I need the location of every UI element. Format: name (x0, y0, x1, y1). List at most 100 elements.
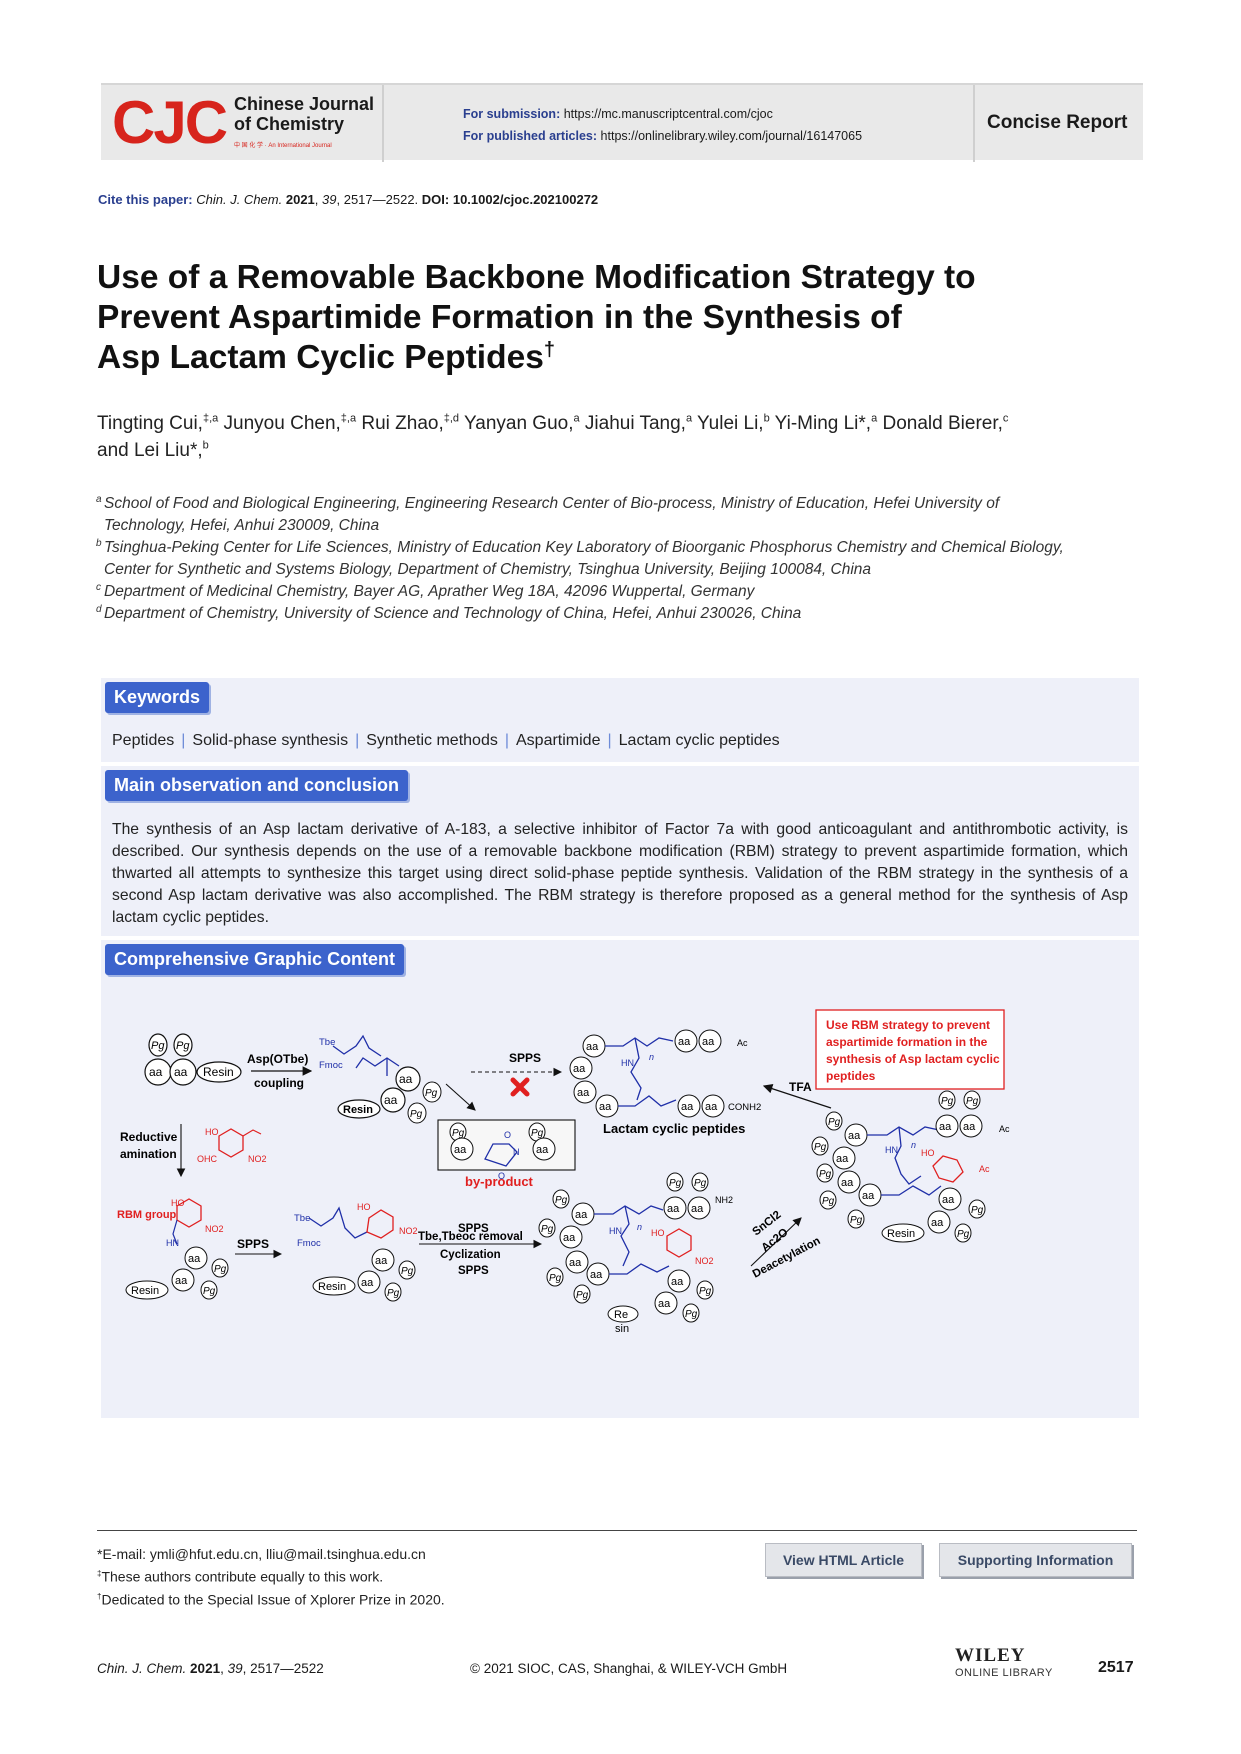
keywords-panel: Keywords Peptides|Solid-phase synthesis|… (101, 678, 1139, 762)
svg-text:aa: aa (702, 1036, 715, 1048)
view-html-button[interactable]: View HTML Article (765, 1543, 922, 1577)
keywords-heading: Keywords (105, 682, 210, 713)
graphic-heading: Comprehensive Graphic Content (105, 944, 405, 975)
supporting-info-button[interactable]: Supporting Information (939, 1543, 1132, 1577)
journal-logo[interactable]: CJC Chinese Journal of Chemistry 中 国 化 学… (101, 85, 384, 162)
svg-text:HN: HN (609, 1226, 622, 1236)
svg-text:aa: aa (691, 1203, 704, 1215)
pg-label: Pg (151, 1040, 165, 1052)
svg-text:aa: aa (577, 1087, 590, 1099)
published-label: For published articles: (463, 129, 598, 143)
svg-text:aa: aa (599, 1101, 612, 1113)
svg-text:HO: HO (651, 1228, 665, 1238)
logo-cjc: CJC (112, 89, 228, 156)
svg-text:aa: aa (399, 1072, 413, 1086)
svg-text:Fmoc: Fmoc (319, 1060, 343, 1071)
title-dagger: † (543, 338, 555, 361)
main-observation-heading: Main observation and conclusion (105, 770, 409, 801)
resin-start-group: Pg Pg aa aa Resin (144, 1033, 242, 1086)
article-title: Use of a Removable Backbone Modification… (97, 259, 976, 376)
author: Yulei Li, (697, 413, 764, 434)
svg-text:NO2: NO2 (399, 1226, 418, 1236)
svg-text:aa: aa (573, 1063, 586, 1075)
footnotes: *E-mail: ymli@hfut.edu.cn, lliu@mail.tsi… (97, 1546, 445, 1608)
dedication-footnote: Dedicated to the Special Issue of Xplore… (101, 1591, 445, 1608)
protected-asp-structure (332, 1034, 400, 1076)
svg-text:HO: HO (921, 1148, 935, 1158)
svg-text:aa: aa (569, 1257, 582, 1269)
author-list: Tingting Cui,‡,a Junyou Chen,‡,a Rui Zha… (97, 412, 1009, 461)
author: Junyou Chen, (223, 413, 341, 434)
svg-text:aa: aa (841, 1177, 854, 1189)
svg-text:aa: aa (942, 1194, 955, 1206)
wiley-logo[interactable]: WILEY ONLINE LIBRARY (955, 1645, 1053, 1679)
resin-label: Resin (203, 1065, 234, 1079)
svg-text:OHC: OHC (197, 1154, 218, 1164)
svg-text:aa: aa (658, 1298, 671, 1310)
logo-subtitle: 中 国 化 学 · An International Journal (234, 143, 332, 149)
rbm-coupled-structure: Tbe Fmoc HO NO2 aa Pg aa Pg Resin (294, 1202, 418, 1302)
graphical-abstract: Pg Pg aa aa Resin Asp(OTbe) coupling Tbe… (117, 1009, 1010, 1335)
keyword[interactable]: Aspartimide (516, 732, 601, 749)
submission-label: For submission: (463, 107, 561, 121)
byproduct-label: by-product (465, 1174, 534, 1189)
svg-text:aa: aa (575, 1209, 588, 1221)
keyword[interactable]: Peptides (112, 732, 175, 749)
svg-text:aa: aa (375, 1255, 388, 1267)
keyword[interactable]: Synthetic methods (366, 732, 498, 749)
rbm-note: synthesis of Asp lactam cyclic (826, 1052, 1000, 1066)
cite-year: 2021 (285, 192, 315, 207)
svg-text:Ac: Ac (999, 1124, 1010, 1134)
published-link[interactable]: https://onlinelibrary.wiley.com/journal/… (600, 129, 863, 143)
reductive-label: amination (120, 1147, 177, 1161)
author: Donald Bierer, (882, 413, 1003, 434)
svg-text:CONH2: CONH2 (728, 1102, 761, 1113)
aa-label: aa (149, 1065, 163, 1079)
keywords-list: Peptides|Solid-phase synthesis|Synthetic… (112, 732, 780, 749)
spps-label: SPPS (237, 1237, 269, 1251)
removal-label: SPPS (458, 1223, 489, 1235)
tfa-label: TFA (789, 1080, 812, 1094)
svg-text:aa: aa (667, 1203, 680, 1215)
keyword[interactable]: Solid-phase synthesis (192, 732, 349, 749)
svg-text:aa: aa (862, 1190, 875, 1202)
svg-text:aa: aa (361, 1277, 374, 1289)
spps-label: SPPS (509, 1051, 541, 1065)
asp-coupling-label: coupling (254, 1076, 304, 1090)
svg-text:aa: aa (563, 1232, 576, 1244)
svg-text:aa: aa (931, 1217, 944, 1229)
rbm-note-box (815, 1009, 1005, 1090)
rbm-note: peptides (826, 1069, 876, 1083)
journal-links: For submission: https://mc.manuscriptcen… (463, 103, 862, 147)
svg-text:NH2: NH2 (715, 1195, 733, 1205)
asp-coupling-label: Asp(OTbe) (247, 1052, 308, 1066)
logo-journal-name: Chinese Journal of Chemistry (234, 94, 375, 134)
svg-text:sin: sin (615, 1323, 629, 1335)
rbm-resin-structure: HO NO2 HN aa Pg aa Pg Resin (125, 1198, 229, 1300)
svg-text:Pg: Pg (966, 1096, 979, 1107)
removal-label: Tbe,Tbeoc removal (418, 1231, 523, 1243)
article-type-box: Concise Report (973, 85, 1143, 162)
cite-line: Cite this paper: Chin. J. Chem. 2021, 39… (98, 192, 599, 207)
svg-text:aa: aa (188, 1253, 201, 1265)
svg-text:O: O (504, 1130, 511, 1140)
cite-doi[interactable]: DOI: 10.1002/cjoc.202100272 (421, 192, 599, 207)
lactam-label: Lactam cyclic peptides (603, 1121, 745, 1136)
svg-text:Resin: Resin (887, 1228, 915, 1240)
svg-text:HO: HO (357, 1202, 371, 1212)
svg-text:O: O (498, 1171, 505, 1181)
submission-link[interactable]: https://mc.manuscriptcentral.com/cjoc (563, 107, 773, 121)
author: Jiahui Tang, (584, 413, 686, 434)
cite-pages: 2517—2522. (343, 192, 419, 207)
keyword[interactable]: Lactam cyclic peptides (618, 732, 780, 749)
lactam-peptide-structure: aa aa aa aa HN n aa aa Ac aa aa CONH2 (569, 1029, 761, 1118)
svg-text:Ac: Ac (979, 1164, 990, 1174)
svg-text:Pg: Pg (957, 1229, 970, 1240)
email-footnote: *E-mail: ymli@hfut.edu.cn, lliu@mail.tsi… (97, 1546, 426, 1562)
svg-text:aa: aa (671, 1276, 684, 1288)
svg-text:Pg: Pg (814, 1142, 827, 1153)
abstract-text: The synthesis of an Asp lactam derivativ… (112, 821, 1128, 926)
svg-text:HO: HO (205, 1127, 219, 1137)
svg-text:Pg: Pg (452, 1128, 465, 1139)
svg-text:n: n (637, 1222, 642, 1232)
